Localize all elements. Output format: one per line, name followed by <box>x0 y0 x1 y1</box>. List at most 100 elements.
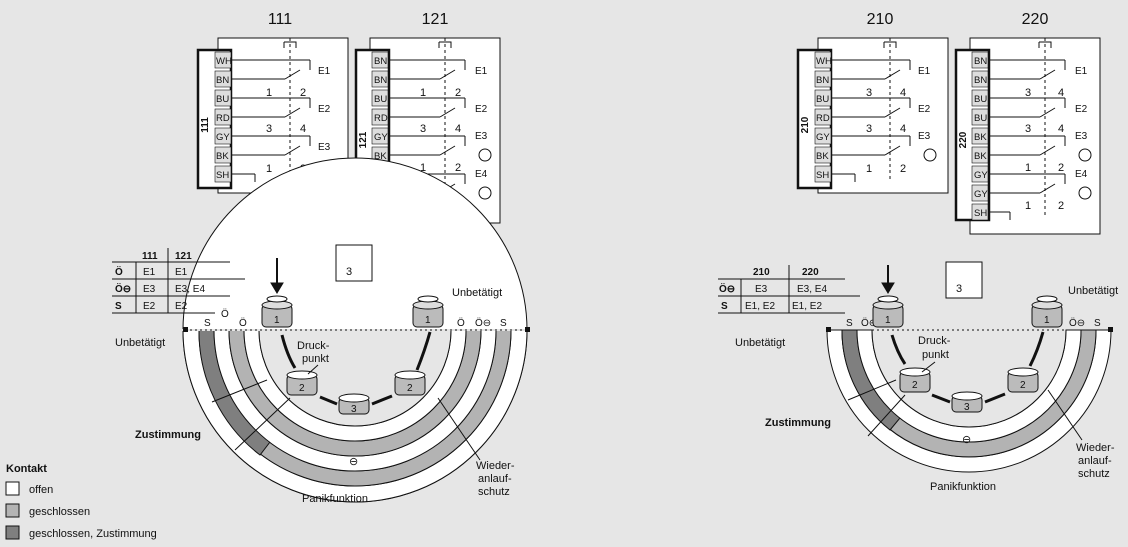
label-wiederanlaufschutz: anlauf- <box>1078 455 1112 467</box>
contact-label: E2 <box>475 104 488 115</box>
contact-number: 3 <box>420 123 426 135</box>
table-cell: S <box>115 301 122 312</box>
ring-label-s: S <box>500 318 507 329</box>
legend-item: offen <box>29 484 53 496</box>
side-label-111: 111 <box>200 117 211 133</box>
push-button-pos1: 1 <box>261 295 293 328</box>
table-cell: E1 <box>143 267 156 278</box>
label-wiederanlaufschutz: schutz <box>1078 468 1110 480</box>
contact-number: 2 <box>455 162 461 174</box>
wire-label: BN <box>816 75 829 86</box>
wire-labels-111: WH BN BU RD GY BK SH <box>214 51 232 183</box>
wire-label: BK <box>216 151 229 162</box>
motion-arrows <box>270 258 432 406</box>
wire-label: BK <box>974 151 987 162</box>
table-cell: E1, E2 <box>745 301 775 312</box>
wire-label: BU <box>216 94 229 105</box>
wire-labels-220: BN BN BU BU BK BK GY GY SH <box>971 51 988 221</box>
ring-label-oe: Ö <box>221 308 229 320</box>
legend-item: geschlossen, Zustimmung <box>29 528 157 540</box>
position-number: 2 <box>407 383 413 394</box>
legend-swatch-closed <box>5 503 20 518</box>
wire-label: SH <box>816 170 829 181</box>
contact-label: E3 <box>475 131 488 142</box>
label-panikfunktion: Panikfunktion <box>930 481 996 493</box>
wire-label: GY <box>816 132 830 143</box>
position-number: 3 <box>964 402 970 413</box>
table-cell: Ö⊖ <box>115 282 131 295</box>
label-druckpunkt: punkt <box>922 349 949 361</box>
contact-label: E1 <box>1075 66 1088 77</box>
wire-label: BU <box>974 113 987 124</box>
contact-number: 3 <box>266 123 272 135</box>
push-button-pos2: 2 <box>394 370 426 396</box>
push-button-pos2: 2 <box>1007 367 1039 393</box>
wire-label: BN <box>374 56 387 67</box>
wire-label: RD <box>816 113 830 124</box>
contact-number: 2 <box>1058 200 1064 212</box>
contact-number: 4 <box>900 123 906 135</box>
push-button-pos2: 2 <box>899 367 931 393</box>
table-cell: Ö <box>115 265 123 278</box>
side-label-210: 210 <box>800 116 811 133</box>
switch-symbol-number: 3 <box>346 266 352 278</box>
contact-number: 4 <box>300 123 306 135</box>
ring-label-ominus: Ö⊖ <box>1069 317 1085 329</box>
legend-swatch-closed-zustimmung <box>5 525 20 540</box>
contact-number: 3 <box>1025 123 1031 135</box>
switch-symbol: 3 <box>335 244 373 282</box>
contact-number: 1 <box>1025 200 1031 212</box>
label-zustimmung: Zustimmung <box>135 429 201 441</box>
switch-symbol: 3 <box>945 261 983 299</box>
label-wiederanlaufschutz: schutz <box>478 486 510 498</box>
label-zustimmung: Zustimmung <box>765 417 831 429</box>
push-button-pos2: 2 <box>286 370 318 396</box>
contact-label: E4 <box>1075 169 1088 180</box>
label-wiederanlaufschutz: anlauf- <box>478 473 512 485</box>
diagram-title-210: 210 <box>867 11 894 28</box>
pointer-lines <box>847 361 1083 441</box>
push-button-pos1: 1 <box>872 295 904 328</box>
table-cell: E3, E4 <box>797 284 827 295</box>
wire-label: GY <box>974 170 988 181</box>
circuit-111 <box>231 38 311 182</box>
table-cell: E2 <box>175 301 188 312</box>
wire-label: BN <box>974 75 987 86</box>
contact-number: 3 <box>1025 87 1031 99</box>
contact-number: 1 <box>266 87 272 99</box>
wire-label: RD <box>374 113 388 124</box>
contact-label: E1 <box>475 66 488 77</box>
diagram-title-111: 111 <box>268 11 292 28</box>
wire-label: SH <box>216 170 229 181</box>
push-button-pos3: 3 <box>338 393 370 415</box>
contact-label: E2 <box>1075 104 1088 115</box>
panic-minus-icon: ⊖ <box>962 434 971 446</box>
legend: Kontakt offen geschlossen geschlossen, Z… <box>5 463 157 540</box>
table-cell: E1 <box>175 267 188 278</box>
switching-diagram-left: 111 121 Ö E1 E1 Ö⊖ E3 E3, E4 S E2 E2 S Ö… <box>112 157 540 505</box>
diagram-title-220: 220 <box>1022 11 1049 28</box>
position-number: 1 <box>885 315 891 326</box>
wire-label: BN <box>216 75 229 86</box>
contact-table-right: 210 220 Ö⊖ E3 E3, E4 S E1, E2 E1, E2 <box>718 265 860 314</box>
table-cell: E2 <box>143 301 156 312</box>
housing-210 <box>817 37 949 194</box>
label-wiederanlaufschutz: Wieder- <box>476 460 515 472</box>
wiring-diagram-210: 210 210 WH BN BU RD GY BK SH <box>796 11 949 194</box>
wire-label: GY <box>216 132 230 143</box>
switch-symbol-number: 3 <box>956 283 962 295</box>
switching-diagram-right: 210 220 Ö⊖ E3 E3, E4 S E1, E2 E1, E2 S Ö… <box>718 261 1118 493</box>
wire-label: GY <box>374 132 388 143</box>
contact-number: 1 <box>420 162 426 174</box>
position-number: 1 <box>425 315 431 326</box>
legend-item: geschlossen <box>29 506 90 518</box>
position-number: 2 <box>1020 380 1026 391</box>
table-header: 111 <box>142 251 158 262</box>
contact-number: 2 <box>455 87 461 99</box>
table-cell: E1, E2 <box>792 301 822 312</box>
wire-labels-210: WH BN BU RD GY BK SH <box>814 51 832 183</box>
contact-number: 4 <box>455 123 461 135</box>
wire-label: BN <box>974 56 987 67</box>
contact-label: E2 <box>918 104 931 115</box>
